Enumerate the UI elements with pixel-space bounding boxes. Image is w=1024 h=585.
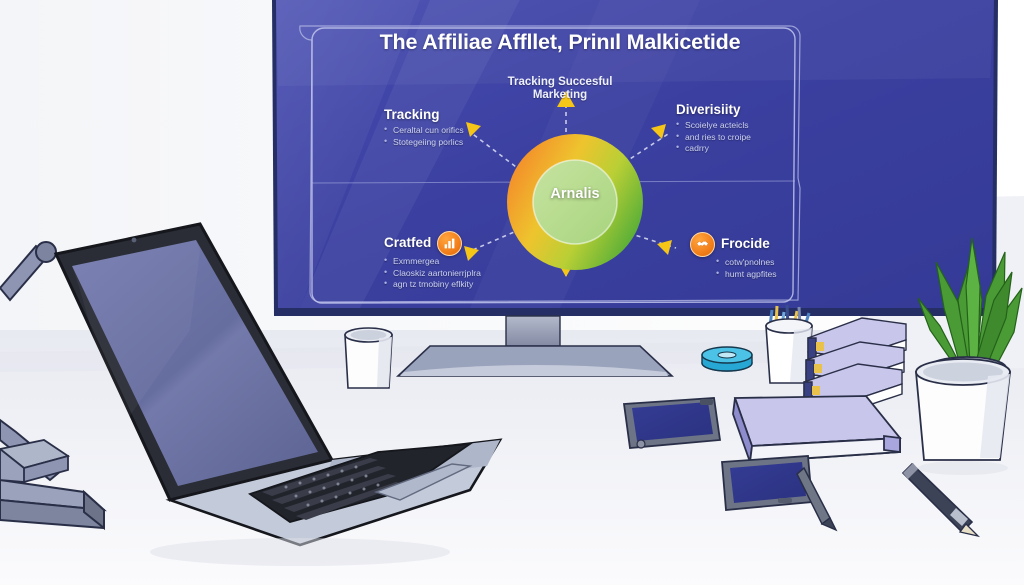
- stylus-pen-small: [796, 466, 838, 532]
- coffee-mug: [915, 358, 1012, 475]
- book-stack: [803, 317, 907, 413]
- notepad-left: [0, 439, 71, 483]
- quadrant-provide-bullets: cotw'pnolnes humt agpfites: [690, 256, 777, 281]
- bullet-item: Ceraltal cun orifics: [384, 124, 464, 137]
- quadrant-diversity-heading: Diverisiity: [676, 102, 741, 117]
- bullet-item: Stotegeiing porlics: [384, 136, 464, 149]
- tablet: [721, 455, 813, 511]
- quadrant-crafted-heading: Cratfed: [384, 234, 432, 250]
- bullet-item: Exmmergea: [384, 255, 481, 268]
- quadrant-provide-heading: Frocide: [721, 235, 770, 251]
- smartphone: [622, 397, 722, 449]
- quadrant-crafted-bullets: Exmmergea Claoskiz aartonierrjplra agn t…: [384, 255, 481, 291]
- center-circle-label: Arnalis: [550, 186, 600, 202]
- laptop: [53, 222, 503, 566]
- desktop-monitor: [272, 0, 998, 377]
- bullet-item: and ries to croipe: [676, 131, 751, 144]
- tape-dispenser: [701, 346, 753, 372]
- quadrant-crafted[interactable]: Cratfed Exmmergea Claoskiz aartonierrjpl…: [384, 231, 481, 291]
- slide-subtitle: Tracking Succesful Marketing: [507, 76, 613, 101]
- quadrant-diversity[interactable]: Diverisiity Scoielye acteicls and ries t…: [676, 102, 751, 155]
- handshake-icon: [690, 232, 715, 257]
- bullet-item: cotw'pnolnes: [716, 256, 777, 269]
- notebook-large: [732, 395, 902, 463]
- quadrant-tracking[interactable]: Tracking Ceraltal cun orifics Stotegeiin…: [384, 107, 464, 148]
- stylus-pen: [901, 462, 981, 538]
- quadrant-diversity-bullets: Scoielye acteicls and ries to croipe cad…: [676, 119, 751, 155]
- bullet-item: Scoielye acteicls: [676, 119, 751, 132]
- bullet-item: humt agpfites: [716, 268, 777, 281]
- small-cup: [344, 327, 393, 389]
- quadrant-tracking-bullets: Ceraltal cun orifics Stotegeiing porlics: [384, 124, 464, 149]
- quadrant-tracking-heading: Tracking: [384, 107, 440, 122]
- bullet-item: cadrry: [676, 142, 751, 155]
- bullet-item: Claoskiz aartonierrjplra: [384, 267, 481, 280]
- bullet-item: agn tz tmobiny eflkity: [384, 278, 481, 291]
- quadrant-provide[interactable]: Frocide cotw'pnolnes humt agpfites: [690, 232, 777, 280]
- slide-title: The Affiliae Affllet, Prinıl Malkicetide: [379, 30, 741, 54]
- bar-chart-icon: [437, 231, 463, 256]
